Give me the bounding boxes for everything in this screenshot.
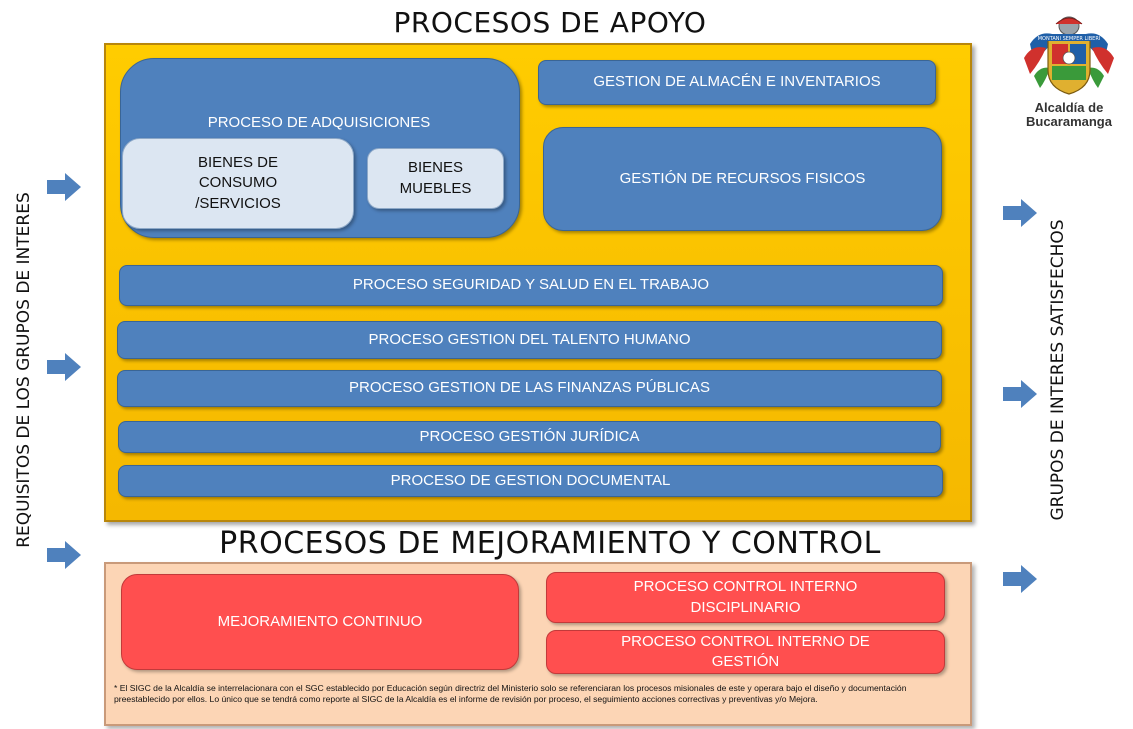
adquisiciones-title: PROCESO DE ADQUISICIONES bbox=[207, 114, 431, 131]
output-arrow-icon bbox=[1003, 565, 1037, 593]
coat-of-arms-icon: MONTANI SEMPER LIBERI bbox=[1024, 16, 1114, 95]
bienes-consumo-box: BIENES DE CONSUMO /SERVICIOS bbox=[122, 138, 354, 229]
output-arrow-icon bbox=[1003, 199, 1037, 227]
process-row: PROCESO GESTION DE LAS FINANZAS PÚBLICAS bbox=[117, 370, 942, 407]
process-row: PROCESO GESTION DEL TALENTO HUMANO bbox=[117, 321, 942, 359]
input-arrow-icon bbox=[47, 353, 81, 381]
control-disciplinario-process: PROCESO CONTROL INTERNO DISCIPLINARIO bbox=[546, 572, 945, 623]
logo-text-line1: Alcaldía de bbox=[1034, 100, 1104, 115]
output-arrow-icon bbox=[1003, 380, 1037, 408]
process-row: PROCESO GESTIÓN JURÍDICA bbox=[118, 421, 941, 453]
input-arrow-icon bbox=[47, 541, 81, 569]
improvement-title: PROCESOS DE MEJORAMIENTO Y CONTROL bbox=[219, 526, 881, 561]
logo-banner-text: MONTANI SEMPER LIBERI bbox=[1038, 36, 1101, 42]
almacen-process: GESTION DE ALMACÉN E INVENTARIOS bbox=[538, 60, 936, 105]
control-gestion-process: PROCESO CONTROL INTERNO DE GESTIÓN bbox=[546, 630, 945, 674]
process-row: PROCESO SEGURIDAD Y SALUD EN EL TRABAJO bbox=[119, 265, 943, 306]
mejoramiento-continuo-process: MEJORAMIENTO CONTINUO bbox=[121, 574, 519, 670]
bienes-muebles-box: BIENES MUEBLES bbox=[367, 148, 504, 209]
logo-text-line2: Bucaramanga bbox=[1026, 114, 1112, 129]
alcaldia-logo: MONTANI SEMPER LIBERI Alcaldía de Bucara… bbox=[1010, 14, 1128, 134]
process-row: PROCESO DE GESTION DOCUMENTAL bbox=[118, 465, 943, 497]
input-arrow-icon bbox=[47, 173, 81, 201]
recursos-fisicos-process: GESTIÓN DE RECURSOS FISICOS bbox=[543, 127, 942, 231]
right-side-label: GRUPOS DE INTERES SATISFECHOS bbox=[1048, 219, 1068, 521]
support-title: PROCESOS DE APOYO bbox=[393, 6, 707, 39]
footnote: * El SIGC de la Alcaldía se interrelacio… bbox=[114, 683, 907, 704]
left-side-label: REQUISITOS DE LOS GRUPOS DE INTERES bbox=[14, 192, 34, 548]
